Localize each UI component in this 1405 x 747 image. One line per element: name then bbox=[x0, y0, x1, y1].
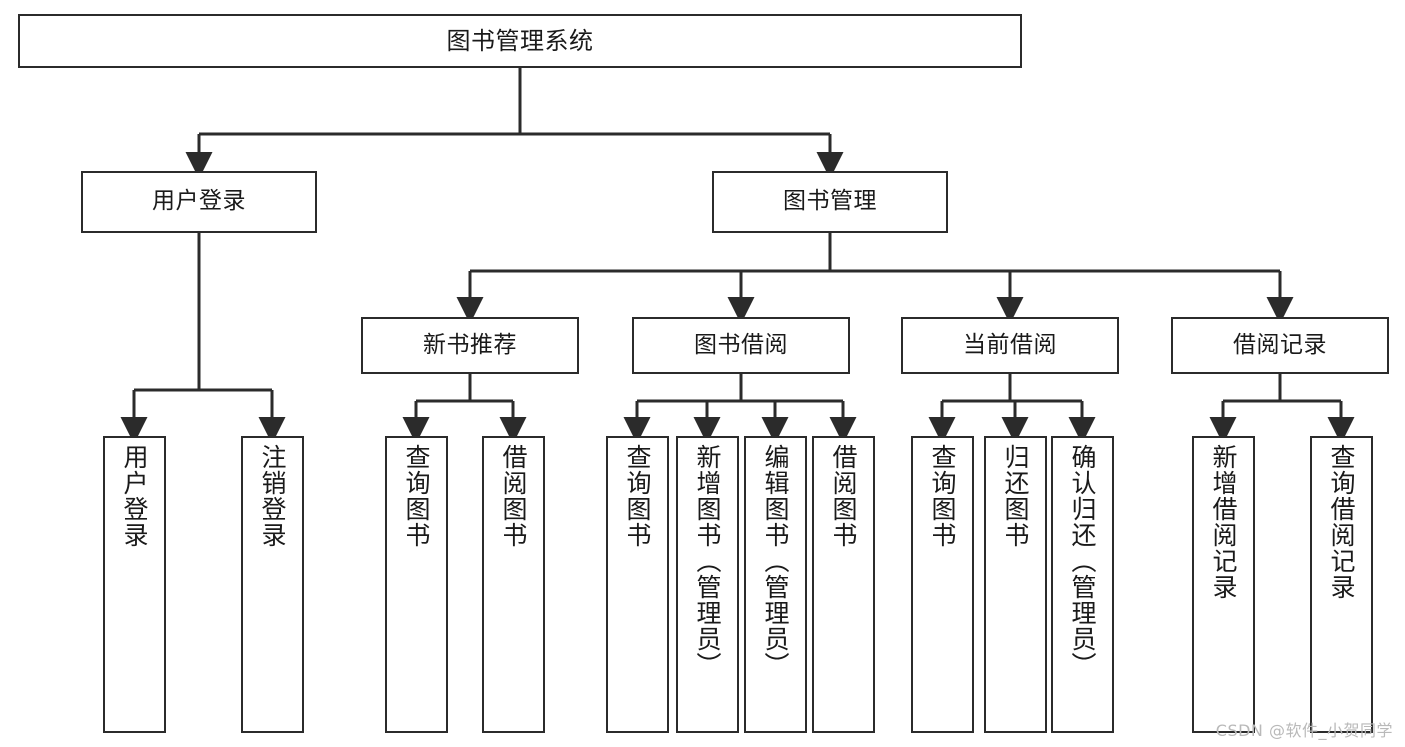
node-leaf-query-book-1[interactable]: 查询图书 bbox=[385, 436, 448, 733]
node-book-borrow-label: 图书借阅 bbox=[694, 331, 788, 358]
node-leaf-query-book-2-label: 查询图书 bbox=[623, 444, 652, 548]
node-user-login[interactable]: 用户登录 bbox=[81, 171, 317, 233]
node-leaf-confirm-return-label: 确认归还（管理员） bbox=[1068, 444, 1097, 678]
node-leaf-query-book-2[interactable]: 查询图书 bbox=[606, 436, 669, 733]
node-leaf-return-book-label: 归还图书 bbox=[1001, 444, 1030, 548]
node-borrow-record-label: 借阅记录 bbox=[1233, 331, 1327, 358]
node-leaf-add-book-label: 新增图书（管理员） bbox=[693, 444, 722, 678]
edge-group-borrow-record bbox=[1209, 374, 1355, 444]
node-book-manage[interactable]: 图书管理 bbox=[712, 171, 948, 233]
node-root[interactable]: 图书管理系统 bbox=[18, 14, 1022, 68]
node-current-borrow-label: 当前借阅 bbox=[963, 331, 1057, 358]
edge-group-user-login bbox=[120, 233, 286, 444]
edge-group-book-borrow bbox=[623, 374, 857, 444]
node-leaf-borrow-book-1[interactable]: 借阅图书 bbox=[482, 436, 545, 733]
node-root-label: 图书管理系统 bbox=[446, 26, 594, 55]
node-leaf-borrow-book-1-label: 借阅图书 bbox=[499, 444, 528, 548]
node-book-borrow[interactable]: 图书借阅 bbox=[632, 317, 850, 374]
edge-group-new-book-recommend bbox=[402, 374, 527, 444]
node-leaf-edit-book-label: 编辑图书（管理员） bbox=[761, 444, 790, 678]
node-leaf-add-book[interactable]: 新增图书（管理员） bbox=[676, 436, 739, 733]
node-borrow-record[interactable]: 借阅记录 bbox=[1171, 317, 1389, 374]
edge-group-book-manage bbox=[456, 233, 1294, 324]
node-leaf-query-book-3[interactable]: 查询图书 bbox=[911, 436, 974, 733]
node-new-book-recommend-label: 新书推荐 bbox=[423, 331, 517, 358]
node-leaf-query-record-label: 查询借阅记录 bbox=[1327, 444, 1356, 600]
node-leaf-edit-book[interactable]: 编辑图书（管理员） bbox=[744, 436, 807, 733]
node-current-borrow[interactable]: 当前借阅 bbox=[901, 317, 1119, 374]
node-leaf-query-book-1-label: 查询图书 bbox=[402, 444, 431, 548]
node-new-book-recommend[interactable]: 新书推荐 bbox=[361, 317, 579, 374]
node-leaf-return-book[interactable]: 归还图书 bbox=[984, 436, 1047, 733]
node-leaf-query-book-3-label: 查询图书 bbox=[928, 444, 957, 548]
edge-group-root bbox=[185, 68, 844, 179]
edge-group-current-borrow bbox=[928, 374, 1096, 444]
node-leaf-logout[interactable]: 注销登录 bbox=[241, 436, 304, 733]
node-leaf-confirm-return[interactable]: 确认归还（管理员） bbox=[1051, 436, 1114, 733]
node-leaf-user-login[interactable]: 用户登录 bbox=[103, 436, 166, 733]
node-user-login-label: 用户登录 bbox=[152, 188, 246, 215]
node-leaf-add-record-label: 新增借阅记录 bbox=[1209, 444, 1238, 600]
node-book-manage-label: 图书管理 bbox=[783, 188, 877, 215]
node-leaf-add-record[interactable]: 新增借阅记录 bbox=[1192, 436, 1255, 733]
node-leaf-logout-label: 注销登录 bbox=[258, 444, 287, 548]
node-leaf-user-login-label: 用户登录 bbox=[120, 444, 149, 548]
node-leaf-borrow-book-2-label: 借阅图书 bbox=[829, 444, 858, 548]
csdn-watermark: CSDN @软件_小贺同学 bbox=[1215, 721, 1393, 740]
node-leaf-borrow-book-2[interactable]: 借阅图书 bbox=[812, 436, 875, 733]
node-leaf-query-record[interactable]: 查询借阅记录 bbox=[1310, 436, 1373, 733]
